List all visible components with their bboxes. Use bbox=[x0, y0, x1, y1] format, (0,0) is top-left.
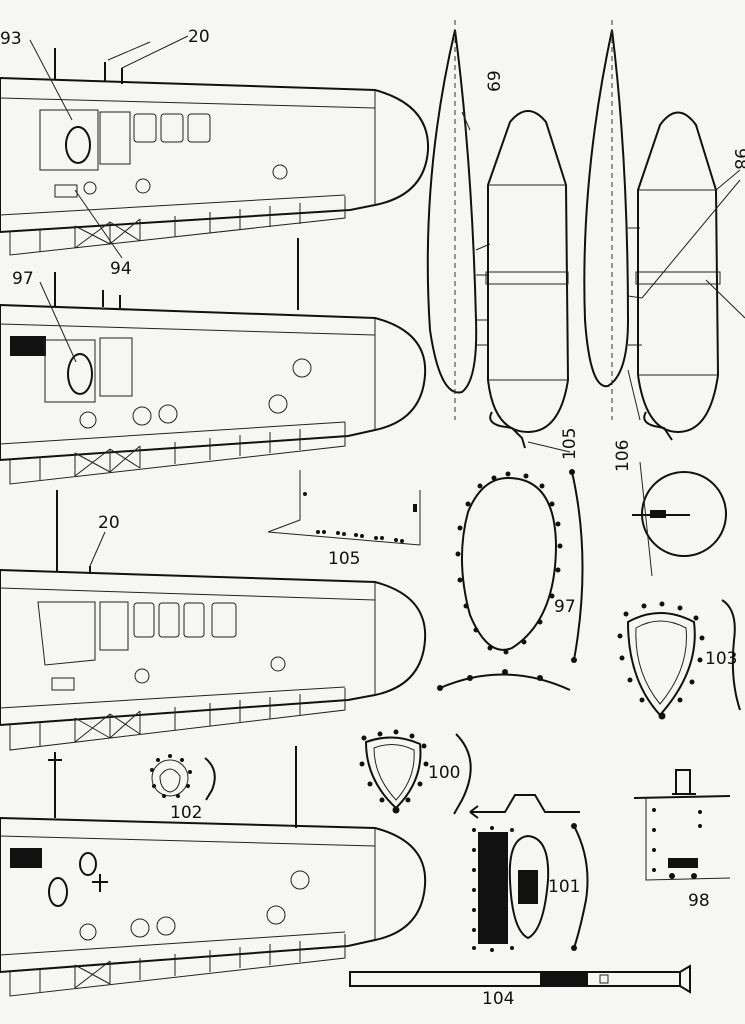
wing-panel-4 bbox=[0, 746, 427, 997]
float-end-view-circle bbox=[632, 461, 727, 577]
label-20-top: 20 bbox=[188, 27, 210, 47]
label-20-mid: 20 bbox=[98, 513, 120, 533]
part-103-hatch bbox=[617, 599, 741, 720]
label-98-bottom: 98 bbox=[688, 891, 710, 911]
part-98-detail bbox=[633, 769, 731, 881]
float-side-view-right bbox=[583, 20, 643, 421]
wing-panel-2 bbox=[0, 238, 427, 485]
label-94: 94 bbox=[110, 259, 132, 279]
label-69: 69 bbox=[485, 70, 505, 92]
label-100: 100 bbox=[428, 763, 460, 783]
label-97-hatch: 97 bbox=[554, 597, 576, 617]
label-103: 103 bbox=[705, 649, 737, 669]
label-105-strip: 105 bbox=[328, 549, 360, 569]
part-97-hatch bbox=[437, 469, 584, 691]
float-top-view-left bbox=[485, 110, 571, 453]
label-104: 104 bbox=[482, 989, 514, 1009]
wing-panel-1 bbox=[0, 35, 430, 259]
label-101: 101 bbox=[548, 877, 580, 897]
label-97-wing: 97 bbox=[12, 269, 34, 289]
label-93: 93 bbox=[0, 29, 22, 49]
wing-panel-3 bbox=[0, 490, 427, 751]
part-105-strip bbox=[267, 470, 421, 546]
part-100-hatch bbox=[359, 729, 472, 815]
label-105-float: 105 bbox=[560, 428, 580, 460]
part-104-rod bbox=[349, 964, 691, 994]
float-top-view-right bbox=[635, 111, 745, 441]
part-101-panel bbox=[472, 823, 589, 952]
label-98-top: 98 bbox=[730, 148, 745, 170]
label-102: 102 bbox=[170, 803, 202, 823]
label-106: 106 bbox=[613, 440, 633, 472]
part-102-hatch bbox=[150, 754, 216, 801]
bracket-piece bbox=[469, 794, 580, 819]
float-side-view-left bbox=[426, 20, 491, 420]
